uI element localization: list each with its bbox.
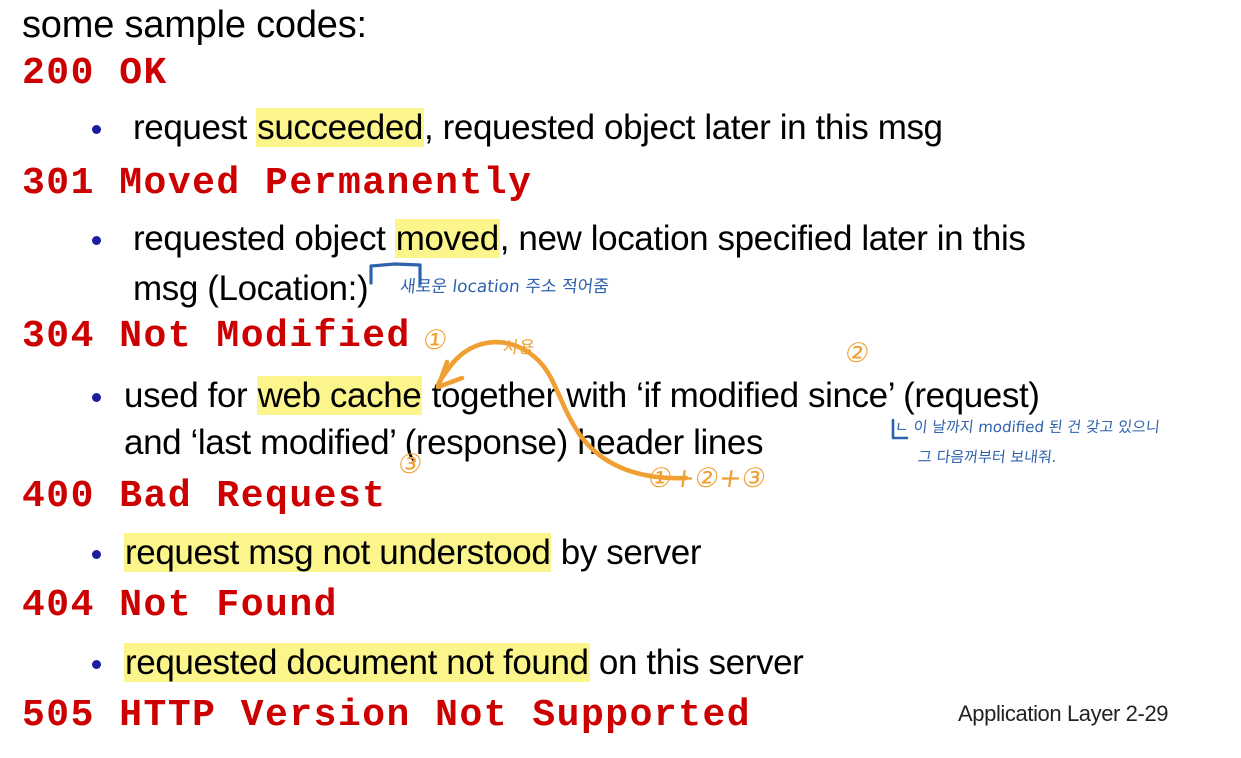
bullet-text-highlight: moved [394,219,500,258]
bullet-dot [92,393,101,402]
bullet-400-0: request msg not understood by server [124,533,702,572]
bullet-text-highlight: requested document not found [124,643,590,682]
status-code-404: 404 Not Found [22,584,338,627]
status-code-505: 505 HTTP Version Not Supported [22,694,752,737]
bullet-404-0: requested document not found on this ser… [124,643,804,682]
bullet-text-highlight: web cache [256,376,423,415]
handwriting-sum-expression: ①+②+③ [645,463,769,494]
bullet-text-pre: request [133,108,257,147]
footer-label: Application Layer 2-29 [958,701,1169,726]
status-code-400: 400 Bad Request [22,475,387,518]
status-code-301: 301 Moved Permanently [22,162,533,205]
handwriting-location-note: 새로운 location 주소 적어줌 [399,277,610,297]
handwriting-use-label: 사용 [501,338,536,358]
bullet-text-post: , new location specified later in this [499,219,1026,258]
handwriting-modified-note-line1: ㄴ 이 날까지 modified 된 건 갖고 있으니 [894,418,1161,436]
bullet-dot [92,125,101,134]
bullet-text-highlight: succeeded [256,108,424,147]
bullet-text-post: on this server [589,643,804,682]
bullet-text-pre: requested object [133,219,395,258]
bullet-text-highlight: request msg not understood [124,533,552,572]
bullet-dot [92,660,101,669]
bullet-text-post: , requested object later in this msg [423,108,943,147]
status-code-304: 304 Not Modified [22,315,411,358]
bullet-304-0: used for web cache together with ‘if mod… [124,376,1040,415]
bullet-text-post: together with ‘if modified since’ (reque… [422,376,1040,415]
bullet-dot [92,550,101,559]
bullet-301-1: msg (Location:) [133,269,369,308]
bullet-304-1: and ‘last modified’ (response) header li… [124,423,764,462]
handwriting-marker-1: ① [420,325,450,356]
bullet-dot [92,236,101,245]
handwriting-marker-3: ③ [395,449,425,480]
bullet-text-post: by server [551,533,702,572]
bullet-301-0: requested object moved, new location spe… [133,219,1026,258]
handwriting-marker-2: ② [842,338,872,369]
status-code-200: 200 OK [22,52,168,95]
intro-text: some sample codes: [22,4,367,46]
handwriting-modified-note-line2: 그 다음꺼부터 보내줘. [917,448,1058,466]
bullet-text-pre: used for [124,376,257,415]
bullet-200-0: request succeeded, requested object late… [133,108,943,147]
